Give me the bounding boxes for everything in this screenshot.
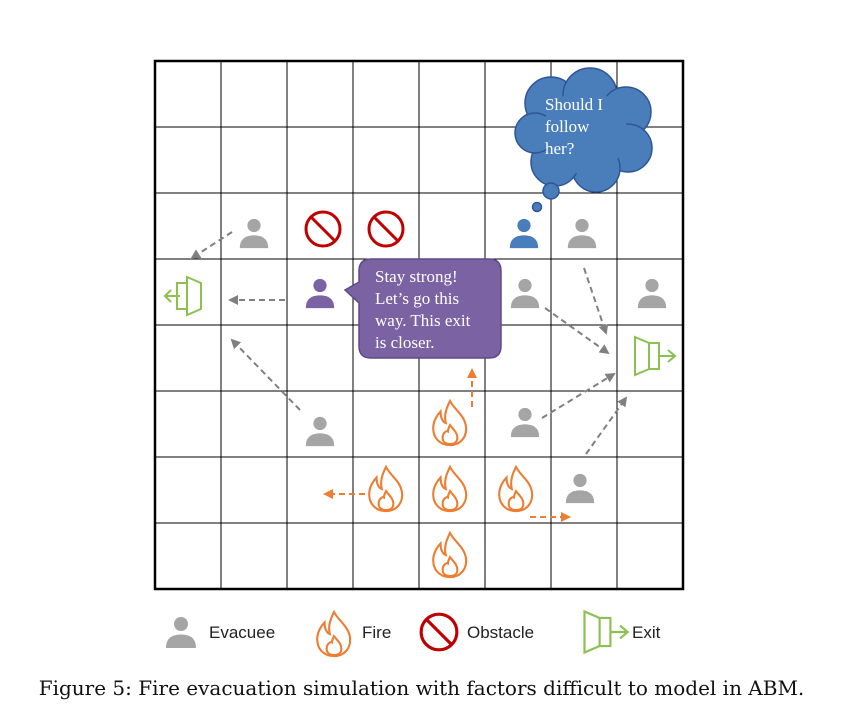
legend-fire-label: Fire — [362, 623, 391, 642]
speech-line: Stay strong! — [375, 267, 458, 286]
path-arrow — [230, 338, 301, 411]
speech-bubble: Stay strong! Let’s go this way. This exi… — [343, 258, 502, 359]
obstacle-icon — [304, 210, 342, 248]
person-icon — [565, 473, 595, 504]
path-arrow — [583, 267, 609, 335]
thought-line: Should I — [545, 95, 603, 114]
person-icon — [510, 278, 540, 309]
legend-obstacle-icon — [419, 612, 459, 652]
person-icon — [305, 416, 335, 447]
speech-line: way. This exit — [375, 311, 471, 330]
person-icon-speaker — [305, 278, 335, 309]
person-icon — [239, 218, 269, 249]
person-icon — [637, 278, 667, 309]
speech-line: Let’s go this — [375, 289, 459, 308]
path-arrow — [585, 396, 628, 455]
legend-evacuee-label: Evacuee — [209, 623, 275, 642]
thought-dot — [531, 201, 543, 213]
fire-icon — [498, 465, 534, 513]
fire-icon — [432, 465, 468, 513]
obstacle-icon — [367, 210, 405, 248]
exit-icon — [634, 336, 676, 376]
legend: Evacuee Fire Obstacle Exit — [166, 610, 661, 658]
person-icon — [567, 218, 597, 249]
exit-icon — [164, 276, 202, 316]
person-icon-questioning — [509, 218, 539, 249]
fire-icon — [432, 531, 468, 579]
thought-line: follow — [545, 117, 590, 136]
legend-evacuee-icon — [166, 617, 196, 648]
thought-dot — [542, 182, 560, 200]
path-arrow — [190, 231, 233, 260]
legend-obstacle-label: Obstacle — [467, 623, 534, 642]
fire-icon — [432, 399, 468, 447]
legend-fire-icon — [316, 610, 352, 658]
person-icon — [510, 407, 540, 438]
grid — [153, 59, 685, 591]
legend-exit-icon — [583, 610, 629, 654]
legend-exit-label: Exit — [632, 623, 661, 642]
fires — [368, 399, 534, 579]
speech-line: is closer. — [375, 333, 435, 352]
thought-line: her? — [545, 139, 574, 158]
thought-bubble: Should I follow her? — [514, 67, 653, 213]
fire-spread-paths — [323, 368, 571, 522]
figure-caption: Figure 5: Fire evacuation simulation wit… — [38, 676, 805, 700]
evacuee-paths — [190, 231, 628, 455]
path-arrow — [541, 372, 616, 419]
path-arrow — [544, 307, 610, 355]
fire-icon — [368, 465, 404, 513]
